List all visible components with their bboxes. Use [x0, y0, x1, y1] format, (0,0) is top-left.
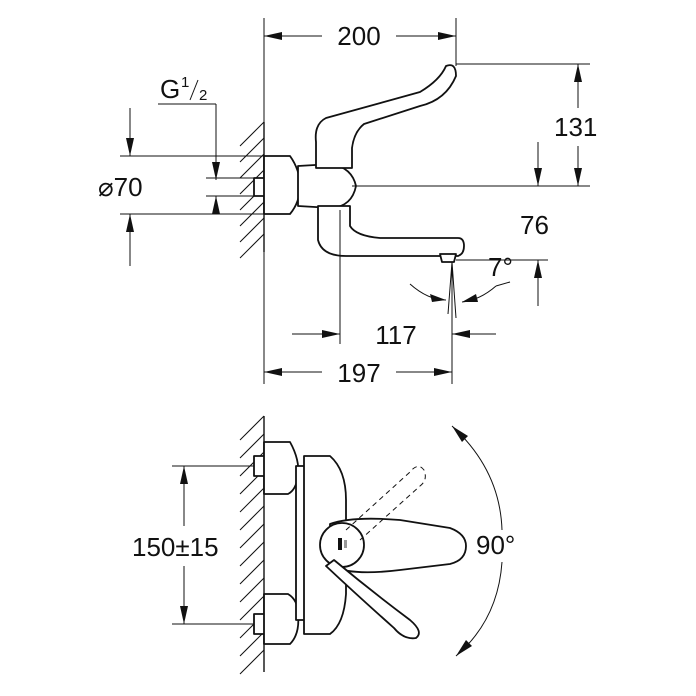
faucet-front — [253, 441, 467, 645]
dimension-131: 131 — [352, 63, 597, 187]
dimension-angle-label: 7° — [488, 252, 513, 282]
dimension-150: 150±15 — [132, 465, 254, 625]
dimension-76-label: 76 — [520, 210, 549, 240]
dimension-150-label: 150±15 — [132, 532, 219, 562]
faucet-side — [253, 64, 465, 263]
dimension-197-label: 197 — [337, 358, 380, 388]
thread-callout: G 1 2 — [158, 74, 254, 214]
lever-rotated-dashed — [345, 466, 426, 541]
front-view: 150±15 90° — [132, 415, 515, 675]
dimension-117: 117 — [292, 210, 496, 350]
dimension-rotation-label: 90° — [476, 530, 515, 560]
thread-denominator: 2 — [199, 87, 207, 104]
dimension-diameter-label: ⌀70 — [98, 172, 143, 202]
dimension-197: 197 — [263, 252, 453, 388]
side-view: 200 131 G 1 2 — [98, 18, 597, 388]
dimension-rotation-90: 90° — [451, 425, 515, 657]
dimension-76: 76 — [456, 142, 549, 306]
svg-text:G: G — [160, 74, 180, 104]
dimension-diameter-70: ⌀70 — [98, 108, 264, 266]
dimension-angle-7: 7° — [409, 252, 513, 319]
wall-front — [239, 415, 265, 675]
dimension-117-label: 117 — [375, 320, 416, 350]
thread-prefix: G — [160, 74, 180, 104]
dimension-131-label: 131 — [554, 112, 597, 142]
thread-numerator: 1 — [181, 74, 189, 91]
dimension-200-label: 200 — [337, 21, 380, 51]
dimension-200: 200 — [263, 18, 457, 122]
